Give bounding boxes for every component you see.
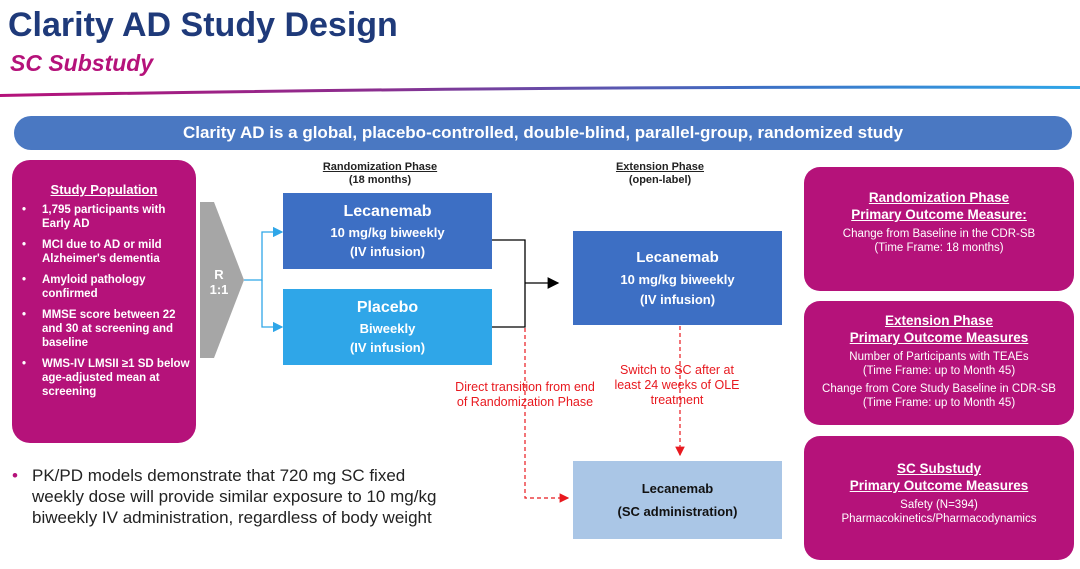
extension-lecanemab-box: Lecanemab 10 mg/kg biweekly (IV infusion… [573,231,782,325]
bullet-dot: • [12,466,18,485]
population-item: •Amyloid pathology confirmed [22,274,146,300]
randomization-phase-header: Randomization Phase (18 months) [322,161,438,186]
study-population-box: Study Population •1,795 participants wit… [12,160,196,443]
population-item: •WMS-IV LMSII ≥1 SD below age-adjusted m… [22,358,190,398]
direct-transition-note: Direct transition from end of Randomizat… [455,380,595,409]
extension-phase-header: Extension Phase (open-label) [615,161,705,186]
randomization-outcome-box: Randomization Phase Primary Outcome Meas… [804,167,1074,291]
extension-outcome-box: Extension Phase Primary Outcome Measures… [804,301,1074,425]
lecanemab-iv-arm: Lecanemab 10 mg/kg biweekly (IV infusion… [283,193,492,269]
population-item: •1,795 participants with Early AD [22,204,166,230]
page-title: Clarity AD Study Design [8,6,398,44]
pkpd-bullet: • PK/PD models demonstrate that 720 mg S… [12,466,437,527]
randomizer-label: R 1:1 [209,267,229,297]
randomizer-chevron [200,202,244,358]
header-swoosh [0,85,1080,97]
page-subtitle: SC Substudy [10,50,154,76]
sc-lecanemab-box: Lecanemab (SC administration) [573,461,782,539]
switch-to-sc-note: Switch to SC after at least 24 weeks of … [614,363,740,407]
sc-substudy-outcome-box: SC Substudy Primary Outcome Measures Saf… [804,436,1074,560]
population-item: •MMSE score between 22 and 30 at screeni… [22,309,176,349]
population-heading: Study Population [50,182,158,197]
placebo-arm: Placebo Biweekly (IV infusion) [283,289,492,365]
study-banner: Clarity AD is a global, placebo-controll… [14,116,1072,150]
population-item: •MCI due to AD or mild Alzheimer's demen… [22,239,162,265]
